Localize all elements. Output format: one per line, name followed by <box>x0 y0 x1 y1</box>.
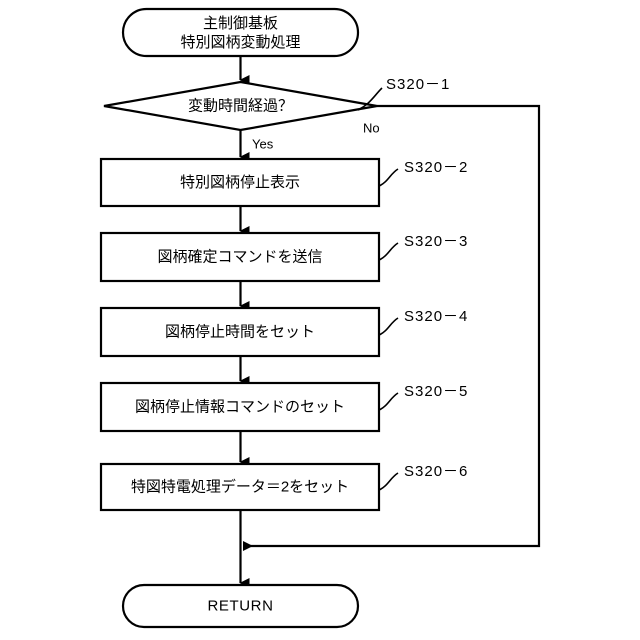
terminal-end-label: RETURN <box>207 597 273 614</box>
edge-no-branch-loop <box>243 104 541 551</box>
leader-s320-3 <box>378 242 399 261</box>
process-3-label: 図柄停止時間をセット <box>165 323 315 340</box>
leader-s320-4 <box>378 317 399 336</box>
leader-s320-5 <box>378 392 399 411</box>
terminal-start-line1: 主制御基板 <box>203 14 278 32</box>
process-5-shape <box>99 462 381 512</box>
process-1-label: 特別図柄停止表示 <box>180 174 300 191</box>
decision-yes-label: Yes <box>252 136 274 151</box>
step-label-s320-6: S320－6 <box>404 463 468 480</box>
step-label-s320-5: S320－5 <box>404 383 468 400</box>
process-node-4: 図柄停止情報コマンドのセット <box>99 381 381 433</box>
leader-s320-1 <box>357 87 383 111</box>
decision-node: 変動時間経過？ <box>103 80 378 132</box>
process-4-shape <box>99 381 381 433</box>
step-label-s320-1: S320－1 <box>386 76 450 93</box>
leader-s320-6 <box>378 472 399 491</box>
leader-s320-2 <box>378 168 399 187</box>
step-label-s320-4: S320－4 <box>404 308 468 325</box>
decision-no-label: No <box>363 120 380 135</box>
process-4-label: 図柄停止情報コマンドのセット <box>135 398 345 415</box>
process-node-2: 図柄確定コマンドを送信 <box>99 231 381 283</box>
step-label-s320-2: S320－2 <box>404 159 468 176</box>
process-node-1: 特別図柄停止表示 <box>99 157 381 208</box>
process-node-5: 特図特電処理データ＝2をセット <box>99 462 381 512</box>
terminal-start-line2: 特別図柄変動処理 <box>180 34 300 51</box>
process-5-label: 特図特電処理データ＝2をセット <box>131 477 349 495</box>
process-node-3: 図柄停止時間をセット <box>99 306 381 358</box>
process-2-shape <box>99 231 381 283</box>
terminal-end-shape <box>121 583 360 629</box>
terminal-start: 主制御基板 特別図柄変動処理 <box>121 7 360 58</box>
terminal-end: RETURN <box>121 583 360 629</box>
step-label-s320-3: S320－3 <box>404 233 468 250</box>
process-2-label: 図柄確定コマンドを送信 <box>157 248 322 265</box>
decision-label: 変動時間経過？ <box>188 97 293 114</box>
